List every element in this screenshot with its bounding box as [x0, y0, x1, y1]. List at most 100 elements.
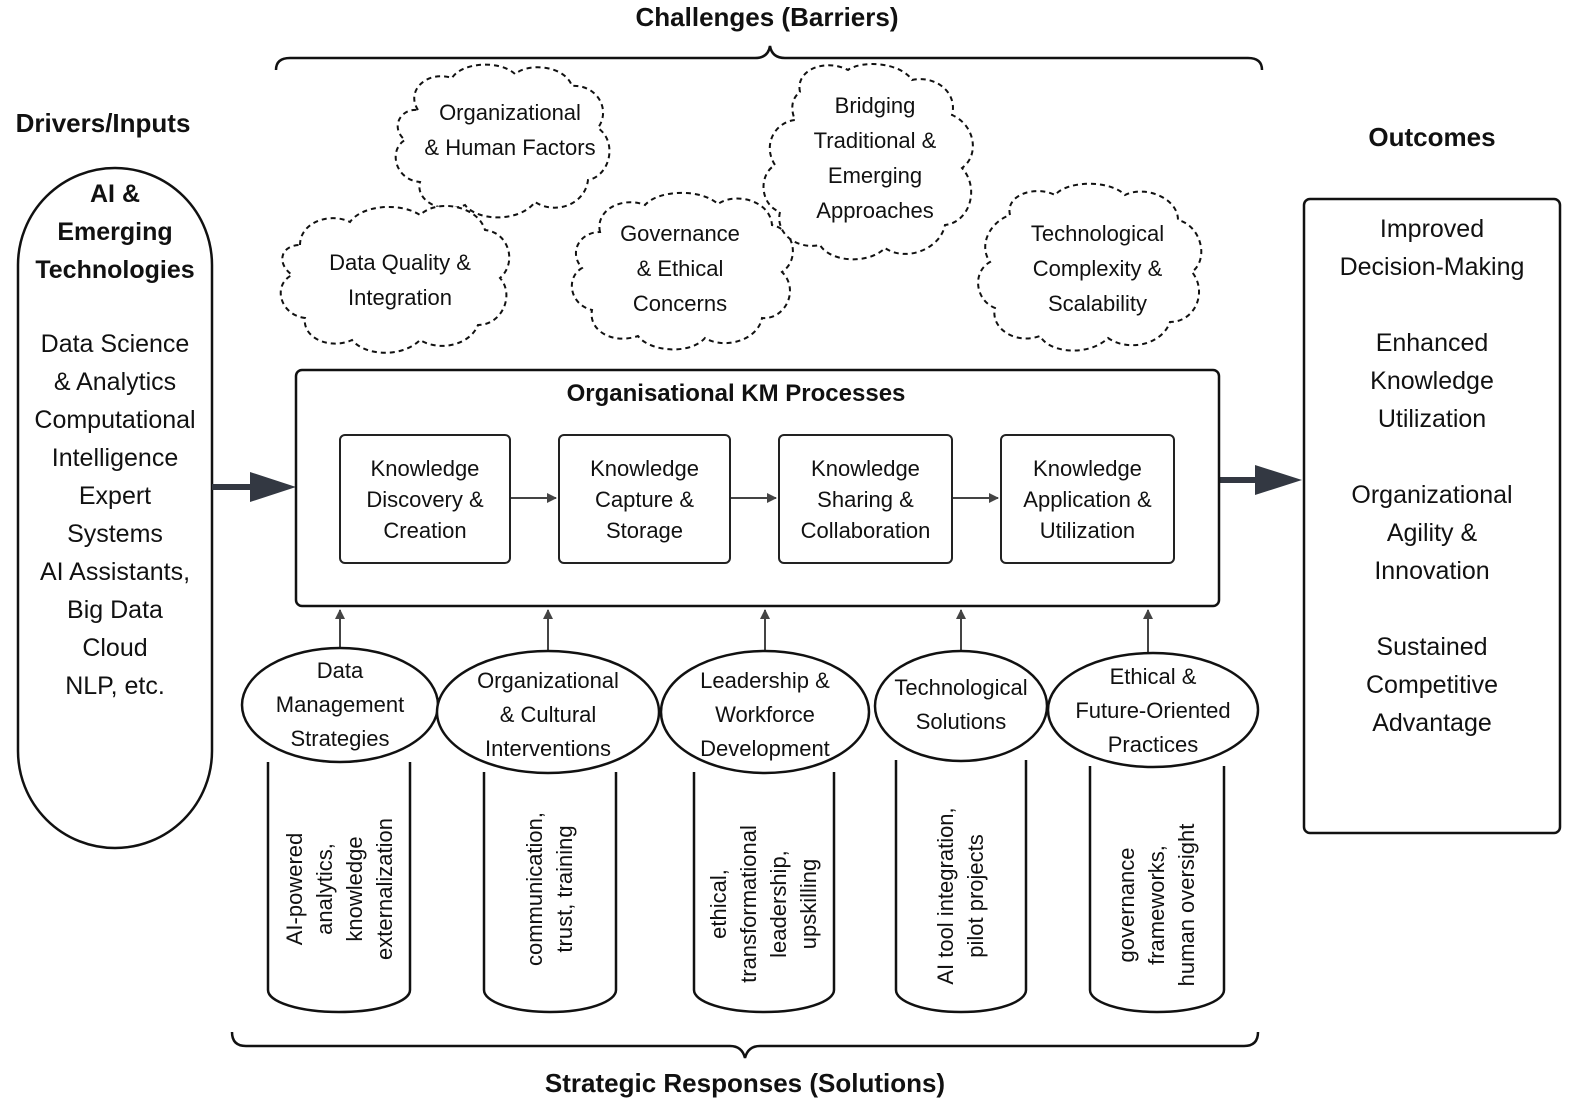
output-arrow	[1219, 465, 1302, 495]
km-title: Organisational KM Processes	[566, 380, 906, 407]
strategy-detail-line: externalization	[372, 818, 397, 960]
process-application: Knowledge Application & Utilization	[1000, 434, 1175, 564]
process-line: Utilization	[1039, 517, 1136, 543]
strategy-detail-line: trust, training	[552, 825, 577, 953]
challenges-heading: Challenges (Barriers)	[635, 2, 899, 32]
cloud-bridging	[762, 63, 974, 261]
drivers-heading: Drivers/Inputs	[15, 108, 191, 138]
outcomes-box	[1302, 197, 1562, 835]
drivers-capsule	[16, 166, 214, 850]
outcome-competitive-advantage: Sustained Competitive Advantage	[1304, 628, 1560, 742]
process-line: Application &	[1023, 486, 1152, 512]
oval-5	[1046, 651, 1260, 769]
challenge-line: & Ethical	[636, 256, 724, 281]
outcome-line: Knowledge	[1370, 367, 1494, 395]
challenge-line: Technological	[1030, 221, 1165, 246]
challenge-organizational: Organizational & Human Factors	[400, 95, 620, 165]
process-discovery: Knowledge Discovery & Creation	[339, 434, 511, 564]
challenge-line: Organizational	[439, 100, 581, 125]
outcome-line: Advantage	[1372, 709, 1492, 737]
process-line: Sharing &	[817, 486, 914, 512]
challenge-bridging: Bridging Traditional & Emerging Approach…	[775, 88, 975, 228]
outcome-decision-making: Improved Decision-Making	[1304, 210, 1560, 286]
drivers-title-line: Emerging	[57, 218, 173, 246]
strategic-heading: Strategic Responses (Solutions)	[544, 1068, 946, 1098]
strategy-label-data-management: Data Management Strategies	[242, 650, 438, 760]
outcome-line: Organizational	[1351, 481, 1513, 509]
strategy-detail-line: leadership,	[766, 850, 791, 958]
strategy-detail-organizational: communication, trust, training	[510, 769, 590, 1009]
cylinder-5	[1088, 766, 1226, 1014]
outcome-line: Innovation	[1374, 557, 1490, 585]
cylinder-4	[894, 760, 1028, 1014]
cylinder-1	[266, 762, 412, 1014]
strategy-label-line: Strategies	[290, 726, 390, 751]
strategy-label-line: Future-Oriented	[1075, 698, 1231, 723]
drivers-item: Data Science	[40, 330, 190, 358]
outcome-line: Improved	[1379, 215, 1485, 243]
drivers-item: AI Assistants,	[39, 558, 191, 586]
challenge-line: Traditional &	[813, 128, 937, 153]
km-container	[294, 368, 1221, 608]
outcome-line: Enhanced	[1375, 329, 1489, 357]
strategy-detail-line: frameworks,	[1144, 845, 1169, 965]
strategy-detail-line: AI-powered	[282, 832, 307, 946]
challenge-line: Integration	[348, 285, 452, 310]
challenge-technological: Technological Complexity & Scalability	[995, 216, 1200, 321]
challenge-line: Concerns	[632, 291, 728, 316]
challenge-line: Bridging	[834, 93, 916, 118]
strategy-label-line: Leadership &	[700, 668, 830, 693]
process-line: Storage	[605, 517, 684, 543]
strategy-label-technological: Technological Solutions	[875, 660, 1047, 750]
strategy-label-line: Technological	[894, 675, 1028, 700]
strategy-detail-technological: AI tool integration, pilot projects	[921, 776, 1001, 1016]
strategies-brace	[230, 1031, 1260, 1059]
strategy-label-line: Data	[316, 658, 364, 683]
process-line: Creation	[383, 517, 467, 543]
outcome-line: Competitive	[1366, 671, 1498, 699]
strategy-label-line: Solutions	[915, 709, 1007, 734]
drivers-title-line: AI &	[90, 180, 140, 208]
drivers-item: Intelligence	[51, 444, 179, 472]
outcome-line: Decision-Making	[1339, 253, 1525, 281]
strategy-detail-line: ethical,	[706, 869, 731, 939]
cloud-technological	[977, 182, 1203, 352]
challenge-line: & Human Factors	[424, 135, 596, 160]
cloud-governance	[570, 191, 794, 351]
outcome-line: Utilization	[1377, 405, 1487, 433]
strategy-label-line: Workforce	[715, 702, 815, 727]
strategy-label-line: Ethical &	[1109, 664, 1197, 689]
challenge-line: Emerging	[827, 163, 923, 188]
strategy-detail-line: upskilling	[796, 858, 821, 950]
drivers-item: Expert	[78, 482, 152, 510]
strategy-label-line: Development	[700, 736, 830, 761]
process-line: Knowledge	[590, 455, 699, 481]
input-arrow	[212, 472, 296, 502]
strategy-detail-leadership: ethical, transformational leadership, up…	[699, 784, 829, 1024]
oval-3	[659, 649, 871, 775]
process-line: Knowledge	[1033, 455, 1142, 481]
strategy-detail-line: human oversight	[1174, 823, 1199, 987]
strategy-detail-line: transformational	[736, 825, 761, 983]
drivers-item: Computational	[34, 406, 196, 434]
drivers-title-line: Technologies	[35, 256, 195, 284]
drivers-title: AI & Emerging Technologies	[18, 175, 212, 289]
drivers-item: Cloud	[82, 634, 148, 662]
outcome-line: Sustained	[1376, 633, 1488, 661]
cylinder-3	[692, 772, 836, 1014]
outcomes-heading: Outcomes	[1368, 122, 1496, 152]
strategy-detail-line: pilot projects	[963, 834, 988, 958]
drivers-item: Big Data	[67, 596, 163, 624]
strategy-detail-line: communication,	[522, 811, 547, 967]
process-line: Knowledge	[370, 455, 480, 481]
outcome-agility: Organizational Agility & Innovation	[1304, 476, 1560, 590]
challenge-line: Scalability	[1047, 291, 1148, 316]
outcome-line: Agility &	[1386, 519, 1478, 547]
cloud-organizational	[394, 63, 611, 219]
strategy-label-organizational: Organizational & Cultural Interventions	[437, 660, 659, 770]
drivers-list: Data Science & Analytics Computational I…	[18, 325, 212, 705]
challenges-brace	[274, 45, 1264, 71]
drivers-item: & Analytics	[53, 368, 177, 396]
challenge-line: Governance	[620, 221, 740, 246]
